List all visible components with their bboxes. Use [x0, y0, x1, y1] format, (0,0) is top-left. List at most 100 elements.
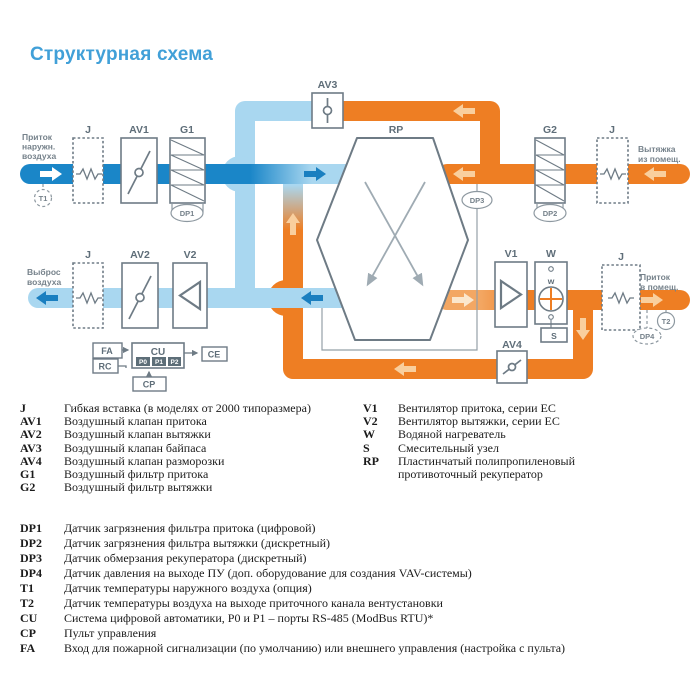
- p1-label: P1: [155, 359, 163, 366]
- extract-entry-arrow: [644, 167, 666, 181]
- label-av1: AV1: [129, 124, 149, 136]
- svg-text:воздуха: воздуха: [27, 277, 61, 287]
- sensor-t2-label: T2: [662, 317, 671, 326]
- recuperator-rp: [316, 137, 469, 341]
- sensor-dp4: [632, 327, 662, 345]
- rc-label: RC: [99, 362, 112, 372]
- spring-symbol: [76, 291, 102, 305]
- room-supply-label: Приток: [640, 272, 671, 282]
- exhaust-from-rp-arrow: [301, 291, 323, 305]
- flow-text-labels: Приток наружн. воздуха Выброс воздуха Вы…: [22, 132, 681, 292]
- ce-label: CE: [208, 350, 221, 360]
- crossflow-arrow: [366, 181, 426, 287]
- supply-exit-arrow: [641, 293, 663, 307]
- bypass-duct-warm: [316, 101, 500, 172]
- svg-text:из помещ.: из помещ.: [638, 154, 681, 164]
- flex-insert-j-extract: [596, 137, 629, 204]
- control-unit-cluster: FA RC CU CE CP P0 P1 P2: [92, 342, 228, 392]
- damper-symbol: [128, 275, 152, 320]
- bypass-duct-cool: [235, 101, 318, 296]
- page-title: Структурная схема: [30, 44, 214, 65]
- label-j-supply: J: [85, 124, 91, 136]
- sensor-dp2-label: DP2: [543, 209, 558, 218]
- label-v1: V1: [505, 248, 518, 260]
- supply-into-rp-arrow: [304, 167, 326, 181]
- dp3-sensing-line: [321, 184, 478, 351]
- bypass-flow-arrow: [453, 104, 475, 118]
- outdoor-air-label: Приток: [22, 132, 53, 142]
- recirc-left-arrow: [394, 362, 416, 376]
- supply-from-rp-arrow: [452, 293, 474, 307]
- port-p1: [152, 357, 166, 366]
- discharge-air-label: Выброс: [27, 267, 61, 277]
- label-w: W: [546, 248, 556, 260]
- cu-label: CU: [151, 347, 165, 358]
- damper-symbol: [322, 98, 333, 123]
- label-av3: AV3: [318, 79, 338, 91]
- svg-text:наружн.: наружн.: [22, 142, 55, 152]
- label-w-inner: w: [547, 276, 555, 286]
- svg-text:в помещ.: в помещ.: [640, 282, 678, 292]
- spring-symbol: [600, 167, 626, 181]
- sensors: T1 DP1 DP2 DP3 T2 DP4: [33, 184, 676, 345]
- fan-symbol-v2: [178, 279, 202, 312]
- sensor-dp1-label: DP1: [180, 209, 195, 218]
- port-p2: [168, 357, 181, 366]
- ce-box: [201, 346, 228, 362]
- label-v2: V2: [184, 249, 197, 261]
- component-symbols: [76, 98, 634, 375]
- port-p0: [136, 357, 150, 366]
- extract-into-rp-arrow: [453, 167, 475, 181]
- sensor-dp2: [533, 203, 567, 223]
- sensor-t2: [656, 311, 676, 331]
- label-j-supply-out: J: [618, 251, 624, 263]
- heater-symbol: [538, 266, 564, 328]
- extract-air-label: Вытяжка: [638, 144, 676, 154]
- flex-insert-j-exhaust: [72, 262, 104, 329]
- sensor-dp4-label: DP4: [640, 332, 655, 341]
- label-s: S: [551, 331, 557, 341]
- p2-label: P2: [171, 359, 179, 366]
- label-av4: AV4: [502, 339, 522, 351]
- recirc-up-arrow: [286, 213, 300, 235]
- damper-symbol: [502, 359, 522, 375]
- mixing-unit-s: [540, 327, 568, 343]
- sensor-t1-label: T1: [39, 194, 48, 203]
- filter-symbol: [533, 139, 565, 202]
- crossflow-arrow: [364, 181, 424, 287]
- component-labels: J AV1 G1 AV3 RP G2 J J AV2 V2 V1 W J AV4…: [85, 79, 624, 351]
- spring-symbol: [608, 291, 634, 305]
- p0-label: P0: [139, 359, 147, 366]
- sensor-dp1: [170, 203, 204, 223]
- cp-label: CP: [143, 380, 156, 390]
- svg-text:воздуха: воздуха: [22, 151, 56, 161]
- flow-arrows: [36, 104, 666, 376]
- label-j-extract: J: [609, 124, 615, 136]
- label-j-exhaust: J: [85, 249, 91, 261]
- label-av2: AV2: [130, 249, 150, 261]
- label-rp: RP: [389, 124, 404, 136]
- label-g1: G1: [180, 124, 194, 136]
- flex-insert-j-supply: [72, 137, 104, 204]
- sensor-t1: [33, 188, 53, 208]
